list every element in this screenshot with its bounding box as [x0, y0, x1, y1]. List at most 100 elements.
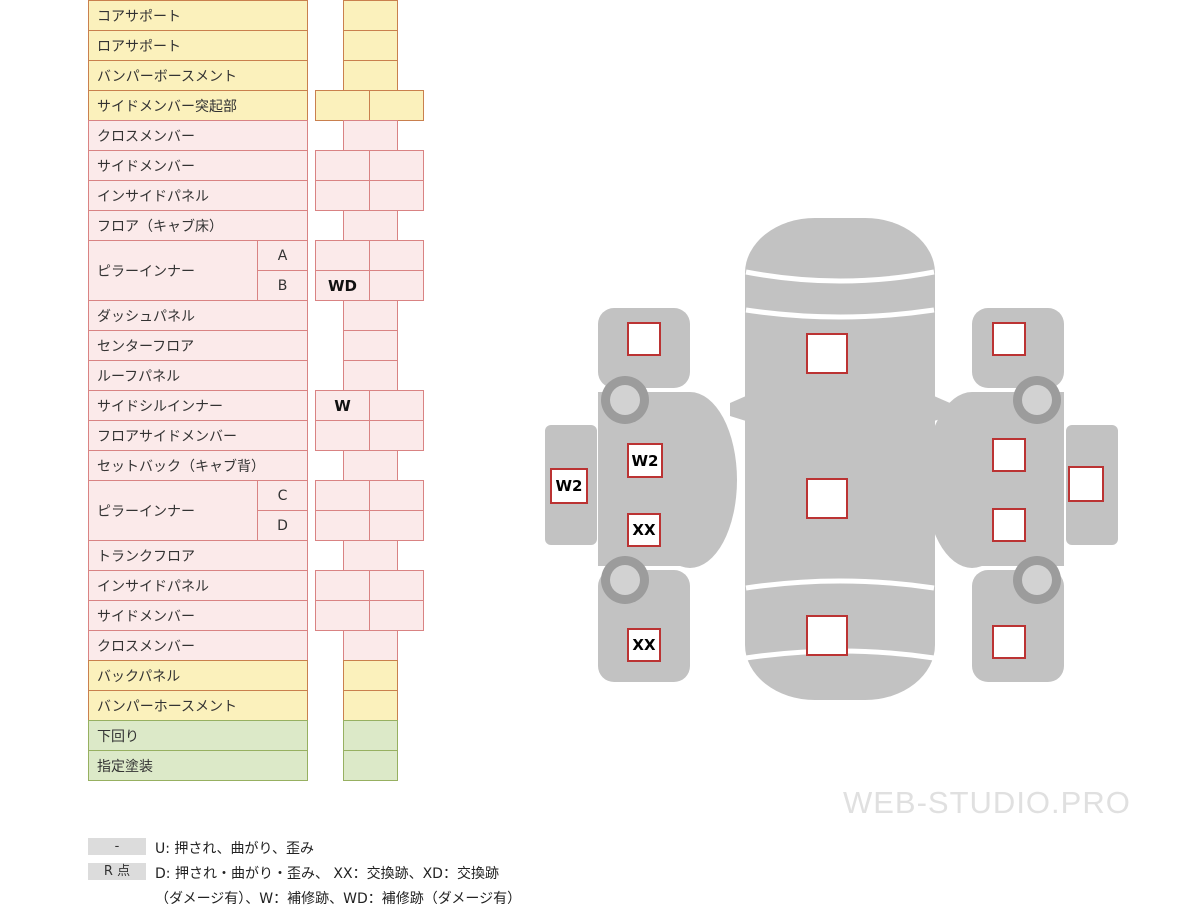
table-row: インサイドパネル: [88, 180, 428, 211]
table-row: センターフロア: [88, 330, 428, 361]
pillar-sub-label: B: [257, 270, 308, 301]
pillar-sub-label: C: [257, 480, 308, 511]
part-label: サイドメンバー: [88, 150, 308, 181]
damage-marker: XX: [627, 628, 661, 662]
part-label: サイドシルインナー: [88, 390, 308, 421]
damage-marker: [992, 438, 1026, 472]
table-row: フロア（キャブ床）: [88, 210, 428, 241]
damage-cell: [369, 270, 424, 301]
table-row: サイドメンバー: [88, 600, 428, 631]
damage-cell: [369, 90, 424, 121]
part-label: 下回り: [88, 720, 308, 751]
part-label: バックパネル: [88, 660, 308, 691]
damage-cell: [315, 600, 370, 631]
left-front-wheel-hub: [610, 385, 640, 415]
damage-cell: [343, 630, 398, 661]
damage-marker: [627, 322, 661, 356]
damage-marker: W2: [627, 443, 663, 478]
left-rear-wheel-hub: [610, 565, 640, 595]
damage-cell: [343, 360, 398, 391]
table-row: クロスメンバー: [88, 630, 428, 661]
table-row: バンパーボースメント: [88, 60, 428, 91]
part-label: ルーフパネル: [88, 360, 308, 391]
underbody-seam-2: [745, 307, 935, 320]
damage-cell: [343, 30, 398, 61]
legend-text: U: 押され、曲がり、歪み: [155, 841, 314, 857]
part-label: 指定塗装: [88, 750, 308, 781]
underbody-shape: [745, 218, 935, 700]
table-row: サイドメンバー: [88, 150, 428, 181]
damage-cell: [369, 180, 424, 211]
part-label: インサイドパネル: [88, 180, 308, 211]
legend: - U: 押され、曲がり、歪み R 点 D: 押され・曲がり・歪み、 XX：交換…: [88, 838, 521, 913]
damage-cell: [343, 120, 398, 151]
damage-cell: W: [315, 390, 370, 421]
legend-key-dash: -: [88, 838, 146, 855]
damage-cell: WD: [315, 270, 370, 301]
damage-cell: [343, 330, 398, 361]
table-row: バンパーホースメント: [88, 690, 428, 721]
damage-cell: [315, 240, 370, 271]
table-row: コアサポート: [88, 0, 428, 31]
table-row: インサイドパネル: [88, 570, 428, 601]
damage-cell: [343, 690, 398, 721]
right-front-wheel-hub: [1022, 385, 1052, 415]
damage-cell: [369, 390, 424, 421]
legend-key-empty: [88, 888, 146, 905]
table-row: ダッシュパネル: [88, 300, 428, 331]
table-row-pillar-cd: ピラーインナー C D: [88, 480, 428, 541]
table-row: 下回り: [88, 720, 428, 751]
damage-cell: [343, 660, 398, 691]
pillar-sub-label: A: [257, 240, 308, 271]
underbody-left-wing: [730, 396, 746, 421]
part-label: サイドメンバー: [88, 600, 308, 631]
watermark: WEB-STUDIO.PRO: [843, 785, 1131, 820]
table-row: ロアサポート: [88, 30, 428, 61]
part-label: クロスメンバー: [88, 120, 308, 151]
table-row-pillar-ab: ピラーインナー A B WD: [88, 240, 428, 301]
damage-marker: [992, 508, 1026, 542]
damage-marker: [1068, 466, 1104, 502]
table-row: サイドシルインナー W: [88, 390, 428, 421]
damage-cell: [343, 0, 398, 31]
legend-key-r: R 点: [88, 863, 146, 880]
table-row: 指定塗装: [88, 750, 428, 781]
damage-cell: [315, 420, 370, 451]
table-row: バックパネル: [88, 660, 428, 691]
part-label: コアサポート: [88, 0, 308, 31]
damage-cell: [369, 600, 424, 631]
part-label: インサイドパネル: [88, 570, 308, 601]
damage-cell: [369, 570, 424, 601]
damage-cell: [343, 300, 398, 331]
legend-row: - U: 押され、曲がり、歪み: [88, 838, 521, 857]
right-rear-wheel-hub: [1022, 565, 1052, 595]
damage-marker: XX: [627, 513, 661, 547]
table-row: サイドメンバー突起部: [88, 90, 428, 121]
part-label: セットバック（キャブ背）: [88, 450, 308, 481]
table-row: トランクフロア: [88, 540, 428, 571]
pillar-sub-label: D: [257, 510, 308, 541]
part-label: サイドメンバー突起部: [88, 90, 308, 121]
legend-row: （ダメージ有）、W：補修跡、WD：補修跡（ダメージ有）: [88, 888, 521, 907]
damage-cell: [369, 480, 424, 511]
part-label: トランクフロア: [88, 540, 308, 571]
table-row: クロスメンバー: [88, 120, 428, 151]
damage-cell: [315, 480, 370, 511]
left-fender-bulge: [643, 392, 737, 568]
damage-cell: [369, 240, 424, 271]
damage-cell: [369, 420, 424, 451]
part-label: フロアサイドメンバー: [88, 420, 308, 451]
damage-cell: [315, 180, 370, 211]
part-label: ロアサポート: [88, 30, 308, 61]
damage-marker: W2: [550, 468, 588, 504]
damage-marker: [992, 322, 1026, 356]
damage-marker: [806, 478, 848, 519]
underbody-seam-1: [745, 269, 935, 284]
damage-marker: [806, 333, 848, 374]
parts-table: コアサポート ロアサポート バンパーボースメント サイドメンバー突起部 クロスメ…: [88, 0, 428, 781]
part-label: バンパーホースメント: [88, 690, 308, 721]
part-label: フロア（キャブ床）: [88, 210, 308, 241]
damage-cell: [315, 510, 370, 541]
legend-row: R 点 D: 押され・曲がり・歪み、 XX：交換跡、XD：交換跡: [88, 863, 521, 882]
damage-cell: [343, 450, 398, 481]
